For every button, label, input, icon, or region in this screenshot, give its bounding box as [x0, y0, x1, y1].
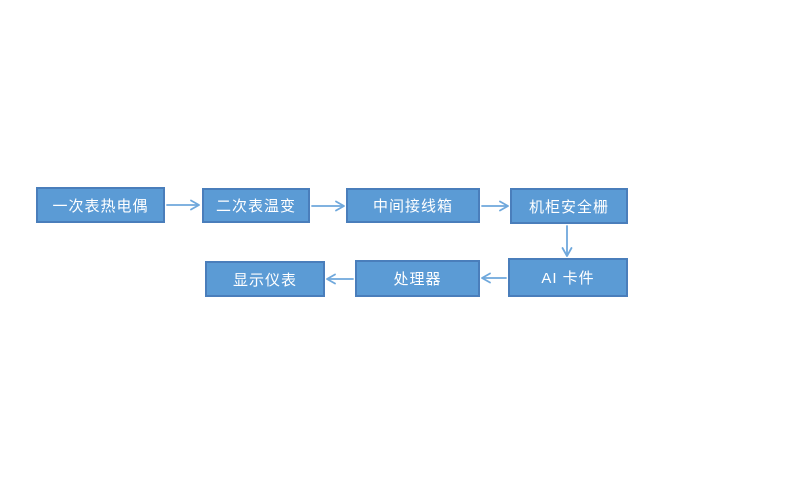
arrow-junction-box-to-safety-barrier — [481, 200, 509, 212]
node-processor: 处理器 — [355, 260, 480, 297]
node-intermediate-junction-box: 中间接线箱 — [346, 188, 480, 223]
arrow-ai-card-to-processor — [481, 272, 507, 284]
arrow-primary-to-secondary — [166, 199, 200, 211]
arrow-safety-barrier-to-ai-card — [561, 225, 573, 257]
node-cabinet-safety-barrier: 机柜安全栅 — [510, 188, 628, 224]
node-secondary-temperature-transmitter: 二次表温变 — [202, 188, 310, 223]
arrow-processor-to-display — [326, 273, 354, 285]
node-primary-thermocouple: 一次表热电偶 — [36, 187, 165, 223]
node-display-instrument: 显示仪表 — [205, 261, 325, 297]
arrow-secondary-to-junction-box — [311, 200, 345, 212]
node-ai-card: AI 卡件 — [508, 258, 628, 297]
